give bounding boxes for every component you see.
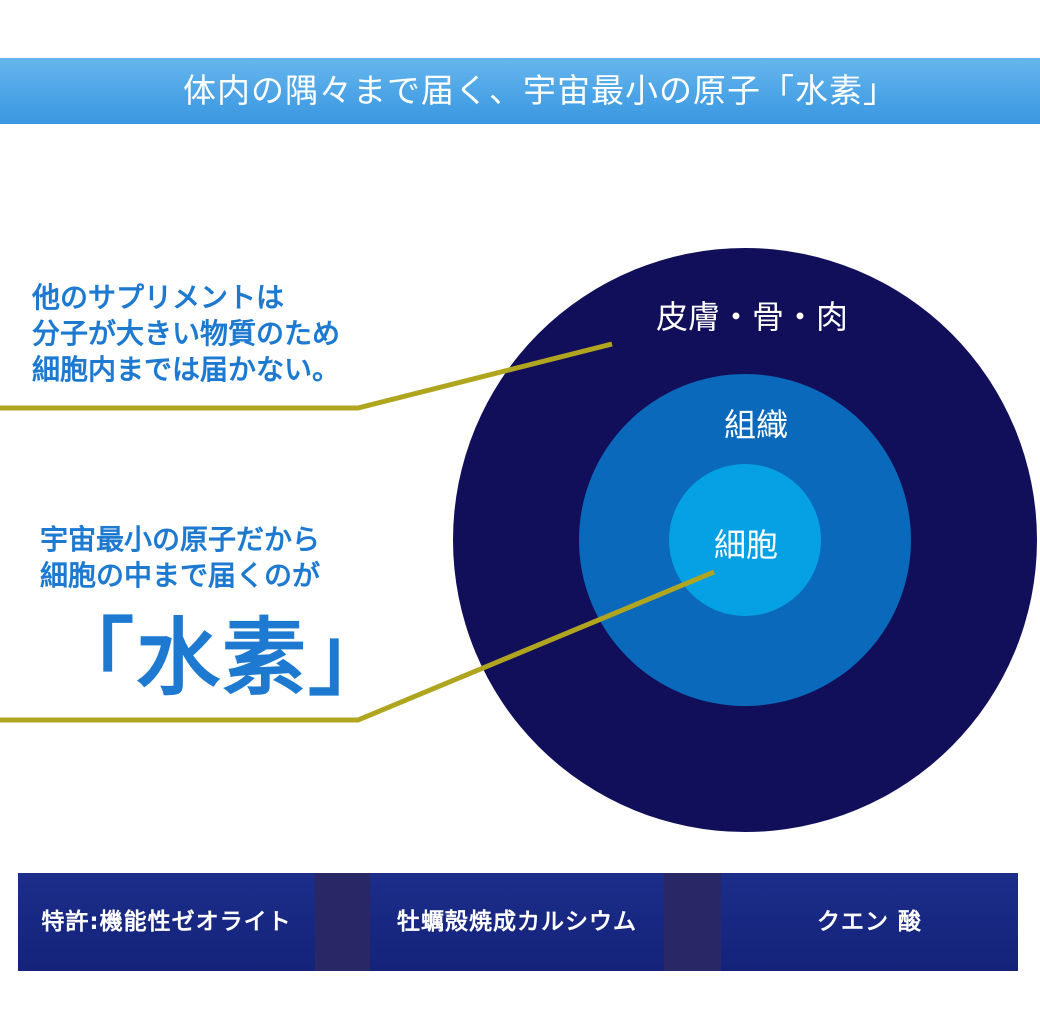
note-bottom-line-2: 細胞の中まで届くのが xyxy=(40,559,321,592)
other-supplements-note: 他のサプリメントは 分子が大きい物質のため 細胞内までは届かない。 xyxy=(32,280,340,388)
page-title: 体内の隅々まで届く、宇宙最小の原子「水素」 xyxy=(183,71,897,110)
note-bottom-line-1: 宇宙最小の原子だから xyxy=(40,523,321,556)
outer-ring-label: 皮膚・骨・肉 xyxy=(655,298,848,336)
ingredient-bar: 特許:機能性ゼオライト 牡蠣殻焼成カルシウム クエン 酸 xyxy=(18,873,1018,971)
note-top-line-2: 分子が大きい物質のため xyxy=(32,317,341,350)
ingredient-oyster-calcium: 牡蠣殻焼成カルシウム xyxy=(370,873,664,971)
hydrogen-note: 宇宙最小の原子だから 細胞の中まで届くのが xyxy=(40,522,320,594)
hydrogen-emphasis: 「水素」 xyxy=(50,609,395,707)
leader-line-top xyxy=(0,341,613,411)
note-top-line-3: 細胞内までは届かない。 xyxy=(32,353,341,386)
middle-ring-label: 組織 xyxy=(723,406,788,444)
inner-ring-cell xyxy=(669,464,821,616)
leader-line-bottom xyxy=(0,569,715,723)
note-top-line-1: 他のサプリメントは xyxy=(32,281,285,314)
ingredient-citric-acid: クエン 酸 xyxy=(721,873,1018,971)
header-banner: 体内の隅々まで届く、宇宙最小の原子「水素」 xyxy=(0,58,1040,124)
inner-ring-label: 細胞 xyxy=(713,526,778,564)
ingredient-zeolite: 特許:機能性ゼオライト xyxy=(18,873,315,971)
